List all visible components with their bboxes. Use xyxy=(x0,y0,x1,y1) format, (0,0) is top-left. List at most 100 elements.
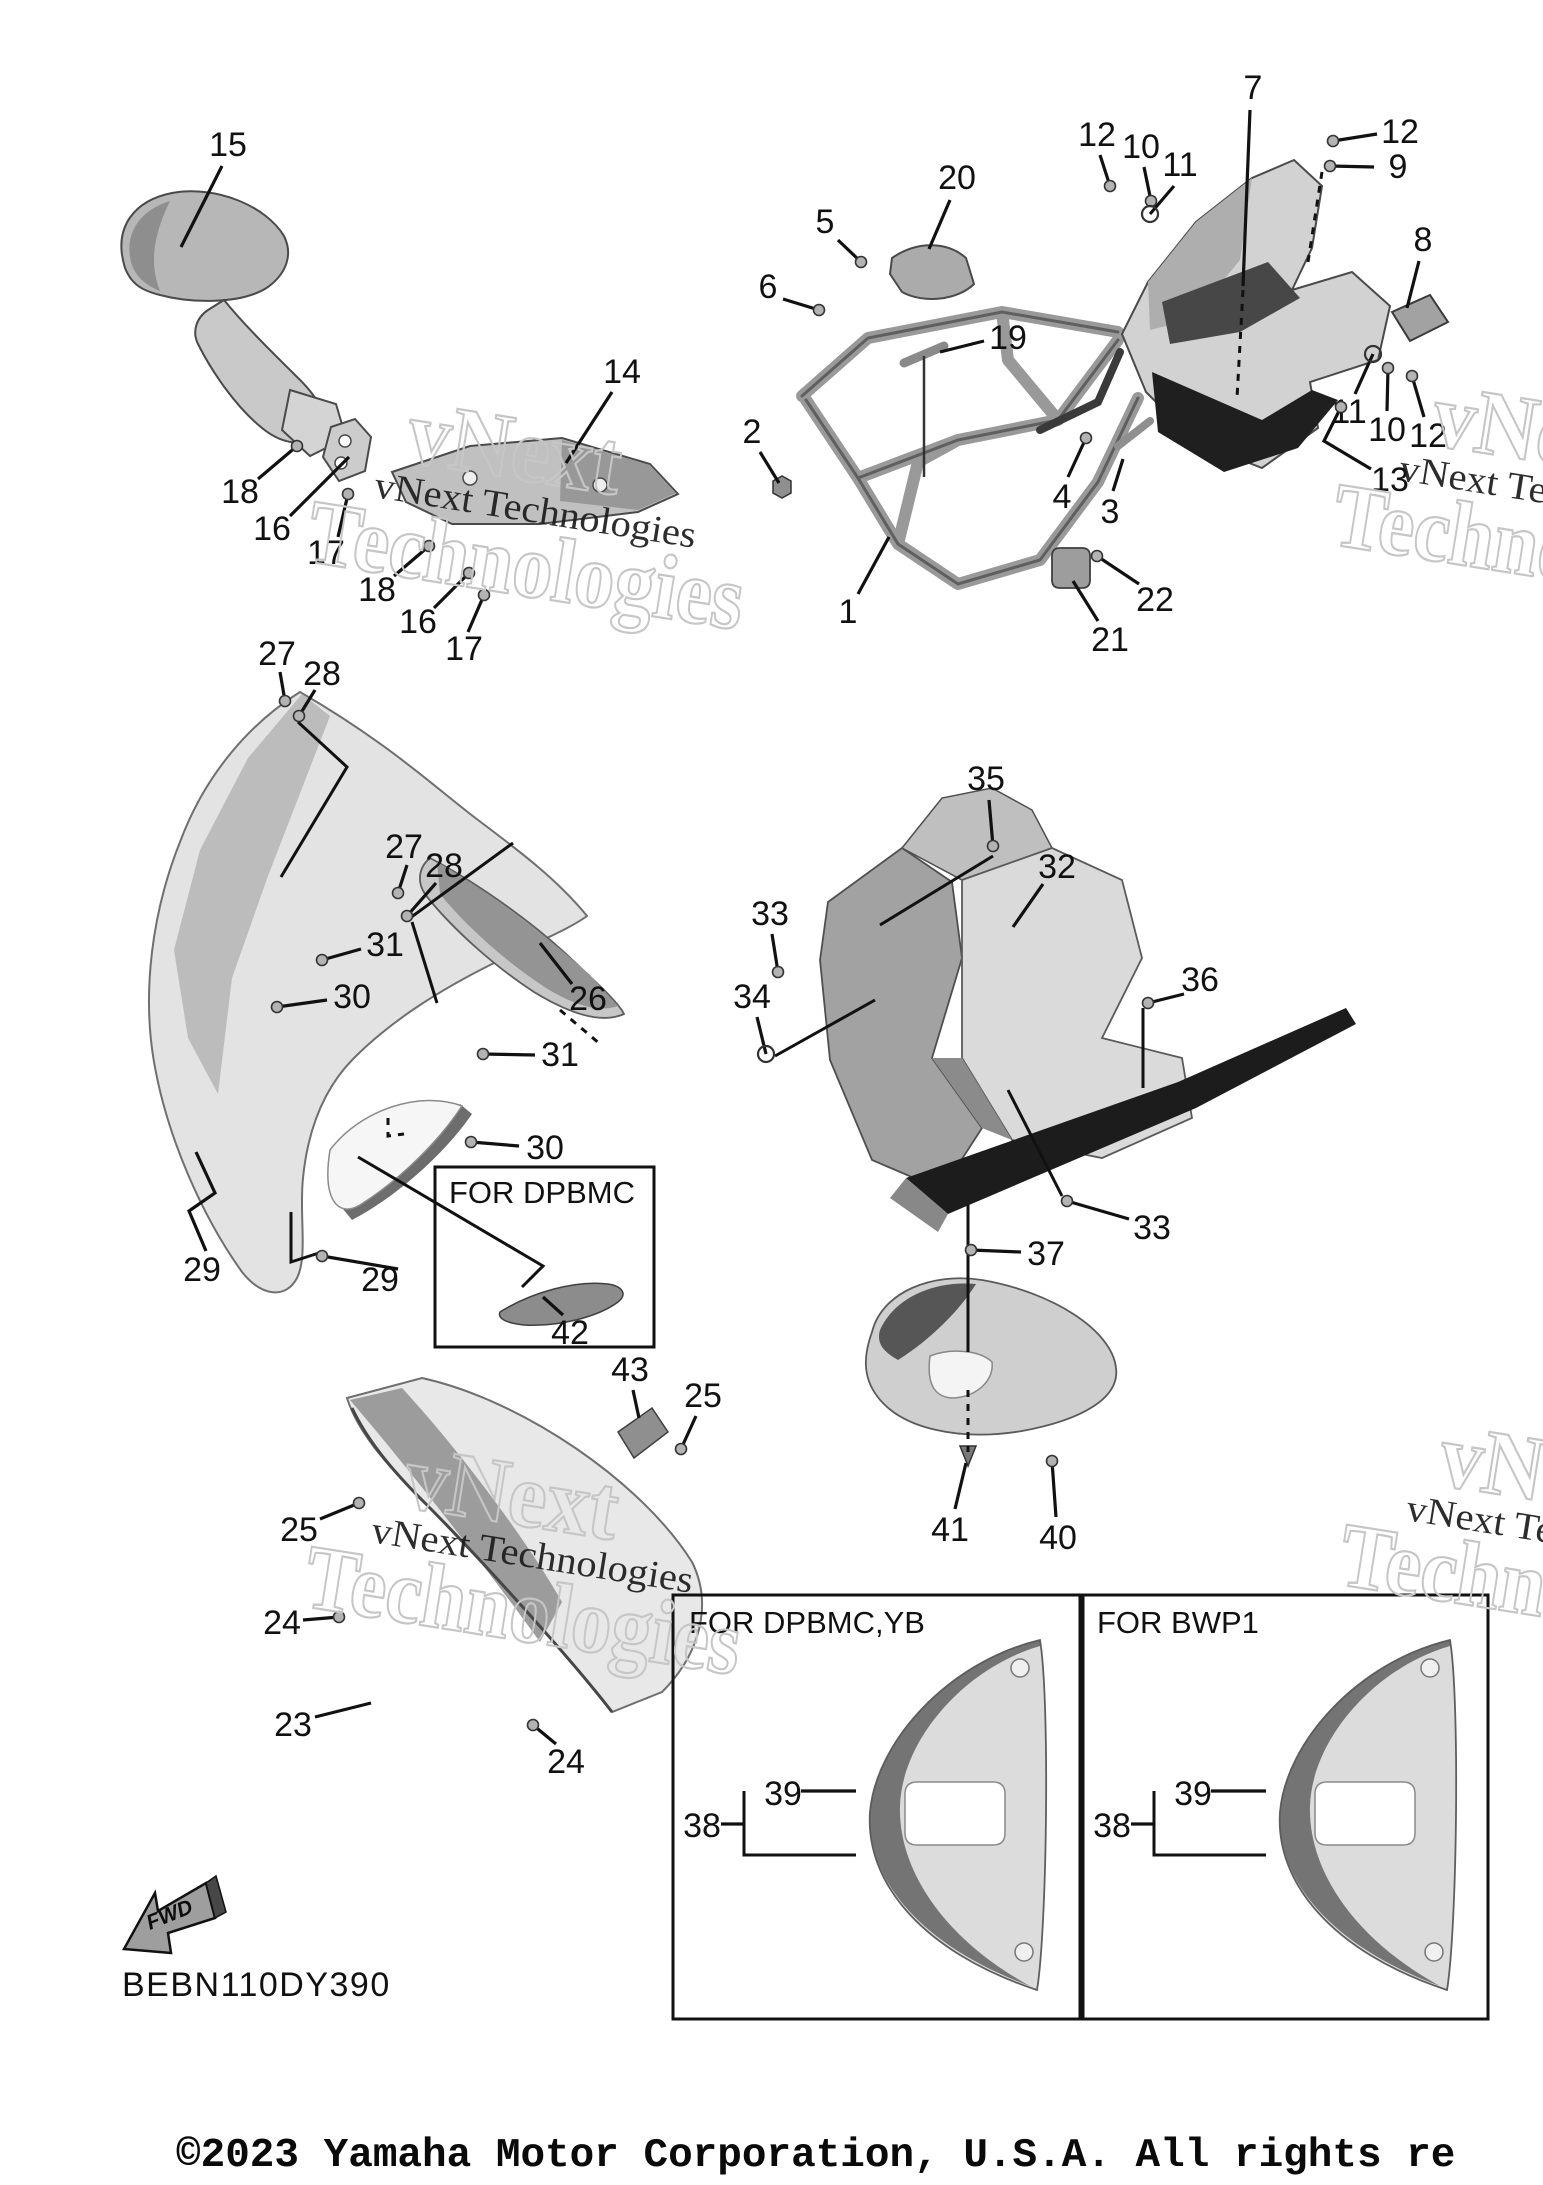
screen-dpbmc-yb-hole xyxy=(904,1781,1006,1846)
callout-34[interactable]: 34 xyxy=(733,978,771,1016)
leader-line xyxy=(466,594,486,633)
callout-21[interactable]: 21 xyxy=(1091,621,1129,659)
cowl-band xyxy=(174,694,330,1094)
fastener-dot xyxy=(1060,1194,1074,1208)
callout-28[interactable]: 28 xyxy=(303,655,341,693)
callout-11[interactable]: 11 xyxy=(1331,393,1366,431)
callout-35[interactable]: 35 xyxy=(967,760,1005,798)
callout-24[interactable]: 24 xyxy=(547,1743,585,1781)
callout-20[interactable]: 20 xyxy=(938,159,976,197)
copyright-line: ©2023 Yamaha Motor Corporation, U.S.A. A… xyxy=(176,2133,1456,2179)
callout-26[interactable]: 26 xyxy=(569,980,607,1018)
callout-19[interactable]: 19 xyxy=(989,319,1027,357)
callout-27[interactable]: 27 xyxy=(385,828,423,866)
callout-43[interactable]: 43 xyxy=(611,1351,649,1389)
leader-line xyxy=(939,339,985,354)
fastener-dot xyxy=(1405,369,1419,383)
callout-31[interactable]: 31 xyxy=(366,926,404,964)
callout-38[interactable]: 38 xyxy=(1093,1807,1131,1845)
leader-line xyxy=(1071,580,1100,622)
leader-line xyxy=(319,1501,360,1521)
callout-29[interactable]: 29 xyxy=(361,1261,399,1299)
callout-12[interactable]: 12 xyxy=(1078,116,1116,154)
callout-41[interactable]: 41 xyxy=(931,1511,969,1549)
callout-33[interactable]: 33 xyxy=(1133,1209,1171,1247)
side-cowl-band xyxy=(350,1388,562,1642)
callout-24[interactable]: 24 xyxy=(263,1604,301,1642)
callout-22[interactable]: 22 xyxy=(1136,581,1174,619)
callout-7[interactable]: 7 xyxy=(1244,69,1263,107)
callout-16[interactable]: 16 xyxy=(399,603,437,641)
callout-14[interactable]: 14 xyxy=(603,353,641,391)
callout-18[interactable]: 18 xyxy=(358,571,396,609)
callout-6[interactable]: 6 xyxy=(759,268,778,306)
fastener-dot xyxy=(1381,361,1395,375)
garnish-26-shade xyxy=(437,862,618,1009)
callout-10[interactable]: 10 xyxy=(1122,128,1160,166)
leader-line xyxy=(564,391,614,464)
callout-39[interactable]: 39 xyxy=(1174,1775,1212,1813)
mirror-head xyxy=(120,190,289,302)
variant-box-bwp1-label: FOR BWP1 xyxy=(1097,1605,1259,1640)
fastener-dot xyxy=(1045,1454,1059,1468)
callout-39[interactable]: 39 xyxy=(764,1775,802,1813)
callout-15[interactable]: 15 xyxy=(209,126,247,164)
callout-5[interactable]: 5 xyxy=(816,203,835,241)
callout-33[interactable]: 33 xyxy=(751,895,789,933)
leader-line xyxy=(774,998,876,1058)
leader-line xyxy=(755,1016,768,1055)
bracket-14-shade xyxy=(560,440,676,510)
leader-line xyxy=(856,536,891,595)
fastener-dot xyxy=(332,1610,346,1624)
leader-line xyxy=(288,455,351,518)
callout-1[interactable]: 1 xyxy=(839,593,858,631)
callout-27[interactable]: 27 xyxy=(258,635,296,673)
fastener-dot xyxy=(278,694,292,708)
callout-12[interactable]: 12 xyxy=(1381,113,1419,151)
callout-18[interactable]: 18 xyxy=(221,473,259,511)
fastener-ring xyxy=(756,1044,776,1064)
callout-16[interactable]: 16 xyxy=(253,510,291,548)
callout-30[interactable]: 30 xyxy=(526,1129,564,1167)
callout-30[interactable]: 30 xyxy=(333,978,371,1016)
lens-screen-shade xyxy=(878,1283,976,1360)
cowl-intake xyxy=(327,1099,464,1210)
side-cowl-edge xyxy=(350,1407,614,1713)
callout-31[interactable]: 31 xyxy=(541,1036,579,1074)
callout-2[interactable]: 2 xyxy=(743,413,762,451)
screen-bwp1-hole-top xyxy=(1420,1658,1440,1678)
callout-25[interactable]: 25 xyxy=(684,1377,722,1415)
callout-12[interactable]: 12 xyxy=(1409,417,1447,455)
fastener-dot xyxy=(270,1000,284,1014)
leader-line xyxy=(1011,883,1045,928)
callout-13[interactable]: 13 xyxy=(1371,461,1409,499)
callout-11[interactable]: 11 xyxy=(1162,146,1197,184)
leader-line xyxy=(256,444,299,481)
leader-line xyxy=(336,493,350,538)
callout-8[interactable]: 8 xyxy=(1414,221,1433,259)
callout-3[interactable]: 3 xyxy=(1101,493,1120,531)
variant-box-dpbmc-yb xyxy=(671,1593,1082,2021)
callout-23[interactable]: 23 xyxy=(274,1706,312,1744)
fastener-dot xyxy=(812,303,826,317)
callout-38[interactable]: 38 xyxy=(683,1807,721,1845)
callout-29[interactable]: 29 xyxy=(183,1251,221,1289)
callout-36[interactable]: 36 xyxy=(1181,961,1219,999)
variant-box-bwp1 xyxy=(1081,1593,1490,2021)
fastener-dot xyxy=(964,1243,978,1257)
leader-line xyxy=(1235,289,1245,399)
callout-32[interactable]: 32 xyxy=(1038,848,1076,886)
callout-17[interactable]: 17 xyxy=(307,534,345,572)
callout-4[interactable]: 4 xyxy=(1053,478,1072,516)
leader-line xyxy=(1050,1460,1058,1518)
callout-10[interactable]: 10 xyxy=(1368,411,1406,449)
callout-17[interactable]: 17 xyxy=(445,630,483,668)
callout-28[interactable]: 28 xyxy=(425,847,463,885)
plate-16-hole-1 xyxy=(338,434,352,448)
callout-25[interactable]: 25 xyxy=(280,1511,318,1549)
leader-line xyxy=(631,1389,641,1419)
callout-37[interactable]: 37 xyxy=(1027,1235,1065,1273)
callout-40[interactable]: 40 xyxy=(1039,1519,1077,1557)
part-20 xyxy=(888,244,976,300)
callout-9[interactable]: 9 xyxy=(1389,148,1408,186)
